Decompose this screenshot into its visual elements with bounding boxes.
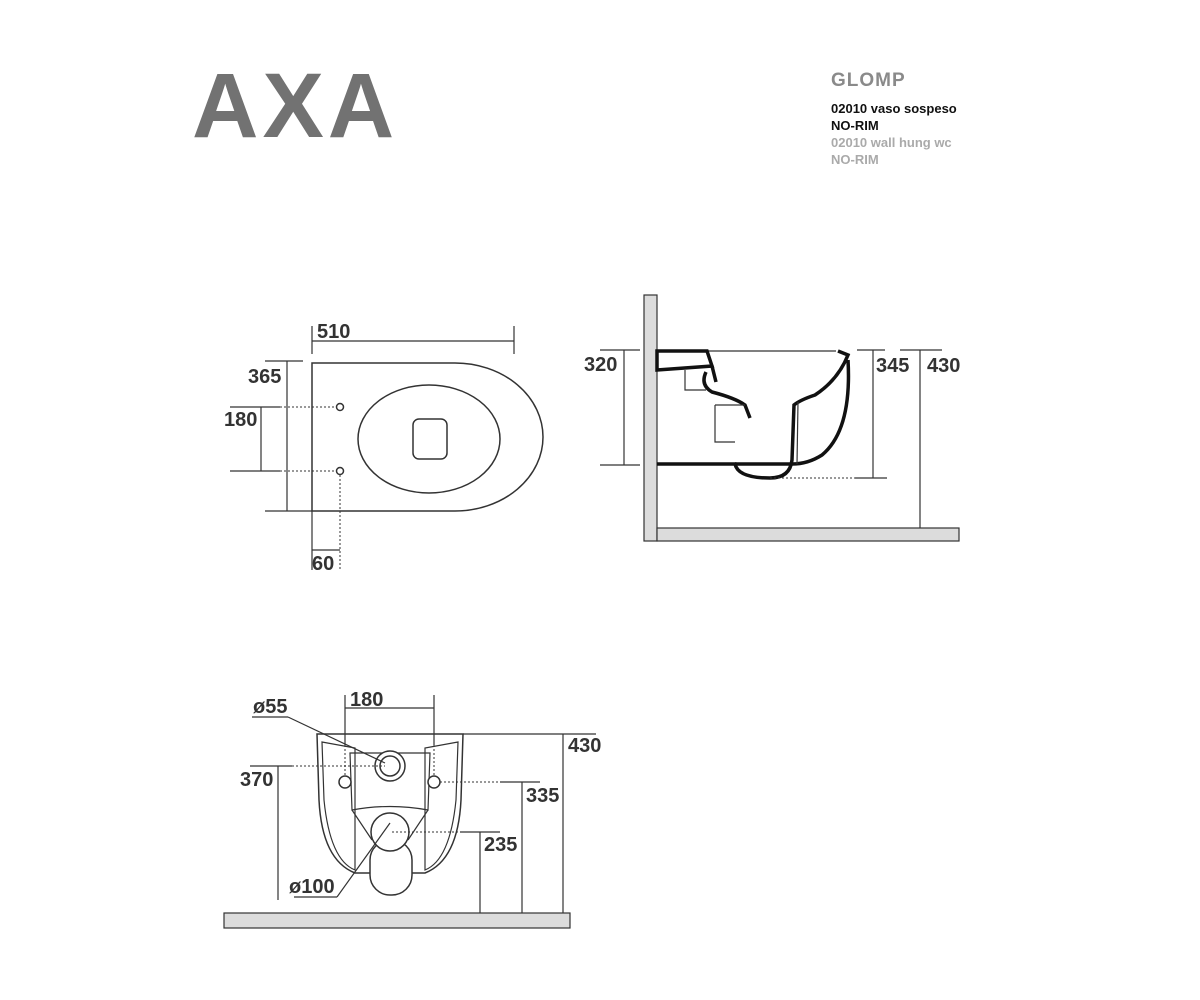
floor [656, 527, 960, 542]
dim-fixing-spacing: 180 [224, 409, 257, 431]
dim-fixing-offset: 60 [312, 553, 334, 575]
wall [643, 294, 658, 542]
fixing-hole [427, 775, 441, 789]
dim-inlet-height: 370 [240, 769, 273, 791]
product-type-it: NO-RIM [831, 118, 879, 133]
dim-front-outlet-height: 235 [484, 834, 517, 856]
fixing-hole [335, 466, 345, 476]
floor [223, 912, 571, 929]
fixing-hole [335, 402, 345, 412]
dim-inlet-diameter: ø55 [253, 696, 287, 718]
fixing-hole [338, 775, 352, 789]
dim-outlet-height: 345 [876, 355, 909, 377]
dim-fixing-height: 320 [584, 354, 617, 376]
dim-outlet-diameter: ø100 [289, 876, 335, 898]
dim-front-total-height: 430 [568, 735, 601, 757]
wc-tank-bracket [655, 349, 715, 372]
top-view: 510 365 180 60 [224, 321, 544, 575]
outlet-square [412, 418, 448, 460]
front-view: 180 ø55 ø100 370 430 335 235 [223, 689, 601, 929]
product-name: GLOMP [831, 70, 906, 91]
dim-front-fixing-height: 335 [526, 785, 559, 807]
dim-front-fixing-spacing: 180 [350, 689, 383, 711]
product-desc-it: 02010 vaso sospeso [831, 101, 957, 116]
outlet-circle [370, 812, 410, 852]
product-type-en: NO-RIM [831, 152, 879, 167]
front-outline [316, 733, 464, 874]
brand-logo: AXA [192, 55, 399, 157]
dim-length: 510 [317, 321, 350, 343]
product-desc-en: 02010 wall hung wc [831, 135, 952, 150]
dim-width: 365 [248, 366, 281, 388]
dim-total-height: 430 [927, 355, 960, 377]
product-info: GLOMP 02010 vaso sospeso NO-RIM 02010 wa… [831, 70, 957, 168]
side-view: 320 345 430 [584, 294, 960, 542]
